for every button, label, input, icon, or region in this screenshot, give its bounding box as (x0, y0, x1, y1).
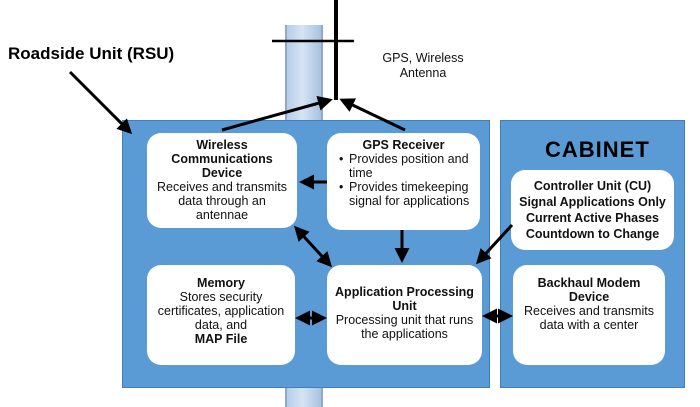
arrow-rsu-label (68, 70, 133, 135)
memory-map-file: MAP File (194, 332, 248, 346)
wireless-device-title: Wireless Communications Device (171, 138, 273, 180)
application-processing-unit-box: Application Processing Unit Processing u… (327, 265, 482, 365)
antenna-label: GPS, Wireless Antenna (382, 51, 464, 80)
wireless-device-box: Wireless Communications Device Receives … (147, 133, 297, 228)
rsu-label: Roadside Unit (RSU) (8, 44, 175, 63)
gps-item-timekeeping: Provides timekeeping signal for applicat… (339, 180, 474, 208)
memory-body: Stores security certificates, applicatio… (157, 290, 285, 332)
arrow-wireless-antenna (221, 95, 333, 132)
gps-receiver-title: GPS Receiver (362, 138, 445, 152)
gps-item-position: Provides position and time (339, 152, 474, 180)
arrow-controller-apu (475, 223, 514, 265)
arrow-wireless-apu (293, 225, 333, 268)
cabinet-title: CABINET (545, 137, 650, 162)
backhaul-body: Receives and transmits data with a cente… (524, 304, 654, 332)
memory-box: Memory Stores security certificates, app… (147, 265, 295, 365)
arrow-gps-antenna (339, 98, 406, 132)
controller-line-4: Countdown to Change (525, 227, 660, 241)
apu-body: Processing unit that runs the applicatio… (335, 313, 474, 341)
backhaul-title: Backhaul Modem Device (537, 276, 641, 304)
gps-receiver-box: GPS Receiver Provides position and time … (327, 133, 480, 230)
controller-line-3: Current Active Phases (526, 211, 659, 225)
apu-title: Application Processing Unit (335, 285, 474, 313)
memory-title: Memory (197, 276, 245, 290)
controller-line-2: Signal Applications Only (519, 195, 666, 209)
backhaul-modem-box: Backhaul Modem Device Receives and trans… (513, 265, 665, 365)
gps-receiver-list: Provides position and time Provides time… (333, 152, 474, 208)
wireless-device-body: Receives and transmits data through an a… (157, 180, 287, 222)
controller-line-1: Controller Unit (CU) (533, 179, 652, 193)
controller-unit-box: Controller Unit (CU) Signal Applications… (511, 170, 674, 250)
